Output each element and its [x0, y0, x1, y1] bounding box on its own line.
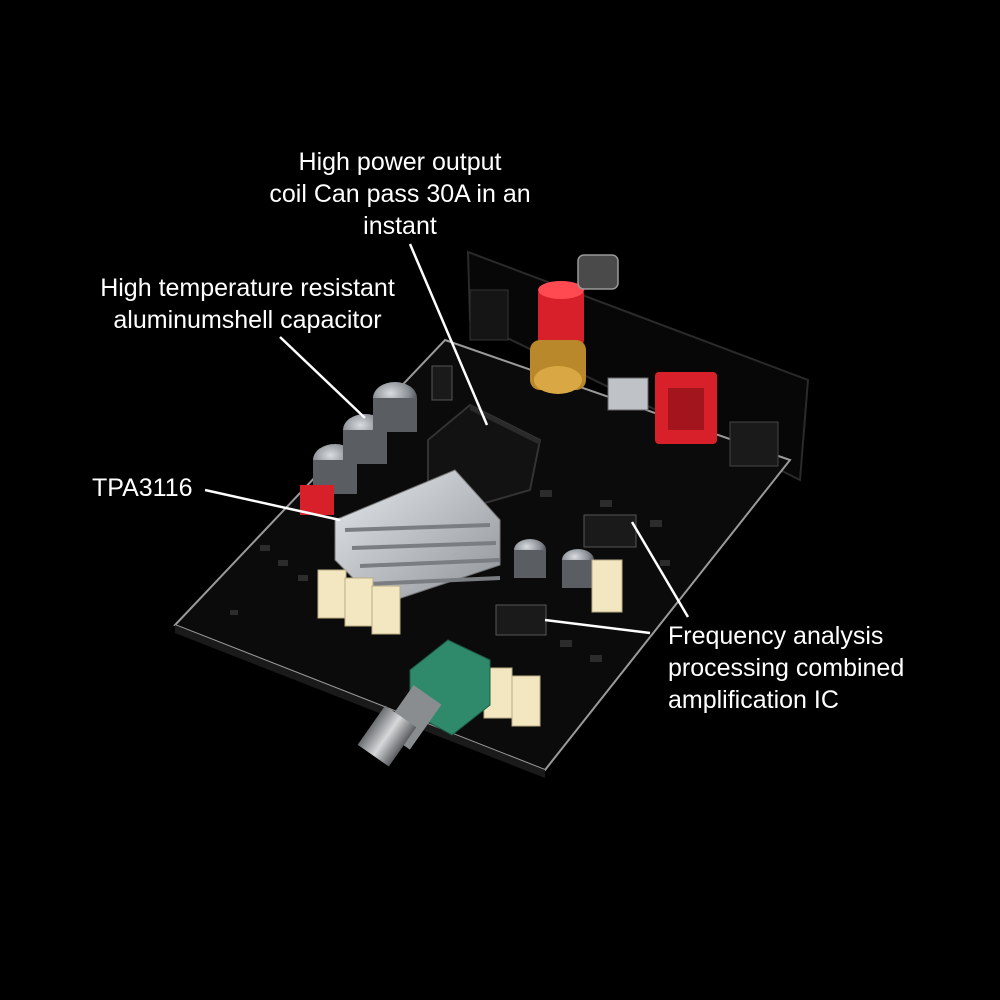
coil-callout-label: High power output coil Can pass 30A in a…: [269, 148, 531, 240]
volume-potentiometer: [357, 639, 491, 767]
chip-callout-label: TPA3116: [92, 474, 193, 502]
speaker-terminal: [530, 281, 586, 394]
rca-input-connector: [655, 372, 717, 444]
dc-jack: [729, 421, 779, 467]
aluminum-capacitors: [313, 382, 594, 588]
frequency-ic-callout-label: Frequency analysis processing combined a…: [668, 622, 905, 714]
coil-small: [469, 289, 509, 341]
smd-components: [230, 490, 670, 662]
amplification-ics: [431, 365, 637, 636]
pcb-edge: [175, 625, 545, 778]
film-capacitors: [317, 559, 623, 727]
tpa3116-heatsink: [334, 469, 501, 606]
callout-lines: [204, 243, 690, 635]
red-fuse: [300, 485, 334, 515]
capacitor-callout-label: High temperature resistant aluminumshell…: [100, 274, 395, 334]
rear-terminal: [577, 254, 619, 290]
usb-connector: [607, 377, 649, 411]
